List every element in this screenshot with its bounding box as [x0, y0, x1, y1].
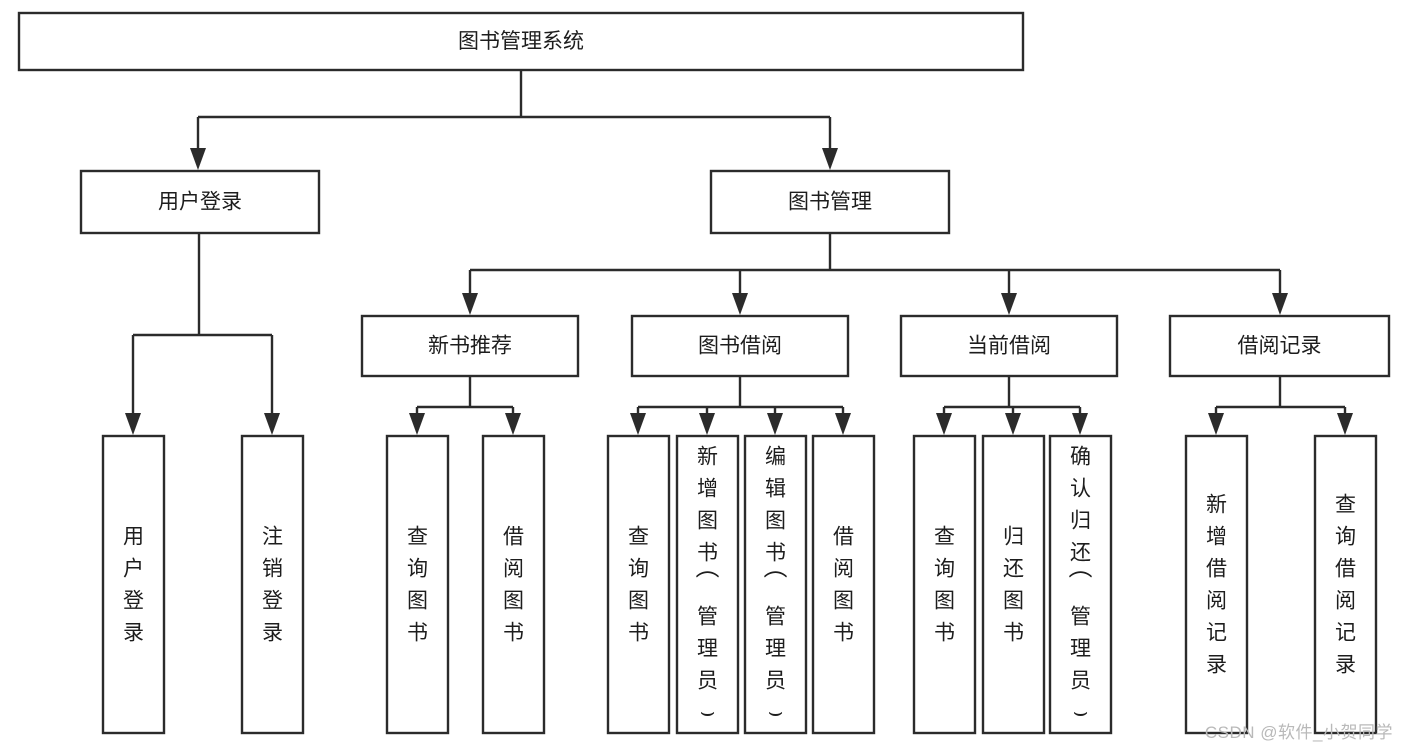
node-leaf-borrow-book[interactable]: 借阅图书: [811, 434, 876, 735]
node-label: 图书借阅: [698, 335, 782, 358]
arrow-head-icon: [822, 148, 838, 170]
node-box: [1048, 434, 1113, 735]
arrow-head-icon: [1001, 293, 1017, 315]
node-label: 注销登录: [262, 525, 283, 644]
arrow-head-icon: [1072, 413, 1088, 435]
node-box: [899, 314, 1119, 378]
node-label: 图书管理: [788, 191, 872, 214]
node-leaf-logout[interactable]: 注销登录: [240, 434, 305, 735]
node-label: 查询图书: [628, 525, 649, 644]
node-box: [630, 314, 850, 378]
arrow-head-icon: [630, 413, 646, 435]
node-box: [1184, 434, 1249, 735]
arrow-head-icon: [1272, 293, 1288, 315]
node-box: [811, 434, 876, 735]
node-box: [385, 434, 450, 735]
node-leaf-query-record[interactable]: 查询借阅记录: [1313, 434, 1378, 735]
arrow-head-icon: [190, 148, 206, 170]
node-label: 查询借阅记录: [1335, 493, 1356, 676]
csdn-watermark: CSDN @软件_小贺同学: [1204, 723, 1393, 742]
node-leaf-confirm-return-admin[interactable]: 确认归还⌒管理员⌣: [1048, 434, 1113, 735]
node-leaf-query-book-new[interactable]: 查询图书: [385, 434, 450, 735]
arrow-head-icon: [732, 293, 748, 315]
node-label: 查询图书: [407, 525, 428, 644]
arrow-head-icon: [505, 413, 521, 435]
node-leaf-add-book-admin[interactable]: 新增图书⌒管理员⌣: [675, 434, 740, 735]
node-label: 用户登录: [158, 191, 242, 214]
node-box: [606, 434, 671, 735]
node-label: 查询图书: [934, 525, 955, 644]
arrow-head-icon: [409, 413, 425, 435]
arrow-head-icon: [1208, 413, 1224, 435]
node-leaf-add-record[interactable]: 新增借阅记录: [1184, 434, 1249, 735]
node-box: [360, 314, 580, 378]
node-box: [79, 169, 321, 235]
node-label: 用户登录: [123, 525, 144, 644]
node-leaf-edit-book-admin[interactable]: 编辑图书⌒管理员⌣: [743, 434, 808, 735]
node-label: 借阅图书: [503, 525, 524, 644]
node-label: 归还图书: [1003, 525, 1024, 644]
arrow-head-icon: [264, 413, 280, 435]
node-l2-borrow[interactable]: 图书借阅: [630, 314, 850, 378]
arrow-head-icon: [462, 293, 478, 315]
node-box: [481, 434, 546, 735]
node-box: [17, 11, 1025, 72]
node-label: 当前借阅: [967, 335, 1051, 358]
arrow-head-icon: [767, 413, 783, 435]
arrow-head-icon: [125, 413, 141, 435]
node-label: 图书管理系统: [458, 30, 584, 53]
node-l2-record[interactable]: 借阅记录: [1168, 314, 1391, 378]
node-box: [709, 169, 951, 235]
node-l1-user-login[interactable]: 用户登录: [79, 169, 321, 235]
node-box: [240, 434, 305, 735]
node-leaf-return-book[interactable]: 归还图书: [981, 434, 1046, 735]
node-label: 借阅图书: [833, 525, 854, 644]
node-box: [101, 434, 166, 735]
node-label: 新增借阅记录: [1206, 493, 1227, 676]
node-l2-new-book[interactable]: 新书推荐: [360, 314, 580, 378]
node-l2-current[interactable]: 当前借阅: [899, 314, 1119, 378]
node-l1-book-manage[interactable]: 图书管理: [709, 169, 951, 235]
arrow-head-layer: [125, 148, 1353, 435]
arrow-head-icon: [1005, 413, 1021, 435]
node-box: [1168, 314, 1391, 378]
node-label: 借阅记录: [1238, 335, 1322, 358]
arrow-head-icon: [699, 413, 715, 435]
node-box: [1313, 434, 1378, 735]
arrow-head-icon: [936, 413, 952, 435]
node-leaf-query-book-borrow[interactable]: 查询图书: [606, 434, 671, 735]
node-leaf-user-login[interactable]: 用户登录: [101, 434, 166, 735]
node-layer: 图书管理系统用户登录图书管理新书推荐图书借阅当前借阅借阅记录用户登录注销登录查询…: [17, 11, 1391, 735]
node-box: [981, 434, 1046, 735]
arrow-head-icon: [1337, 413, 1353, 435]
node-label: 新增图书⌒管理员⌣: [696, 445, 720, 726]
node-box: [912, 434, 977, 735]
node-root[interactable]: 图书管理系统: [17, 11, 1025, 72]
node-label: 编辑图书⌒管理员⌣: [764, 445, 788, 726]
node-leaf-borrow-book-new[interactable]: 借阅图书: [481, 434, 546, 735]
node-label: 确认归还⌒管理员⌣: [1069, 445, 1093, 726]
node-box: [675, 434, 740, 735]
arrow-head-icon: [835, 413, 851, 435]
node-box: [743, 434, 808, 735]
node-leaf-query-book-current[interactable]: 查询图书: [912, 434, 977, 735]
node-label: 新书推荐: [428, 335, 512, 358]
